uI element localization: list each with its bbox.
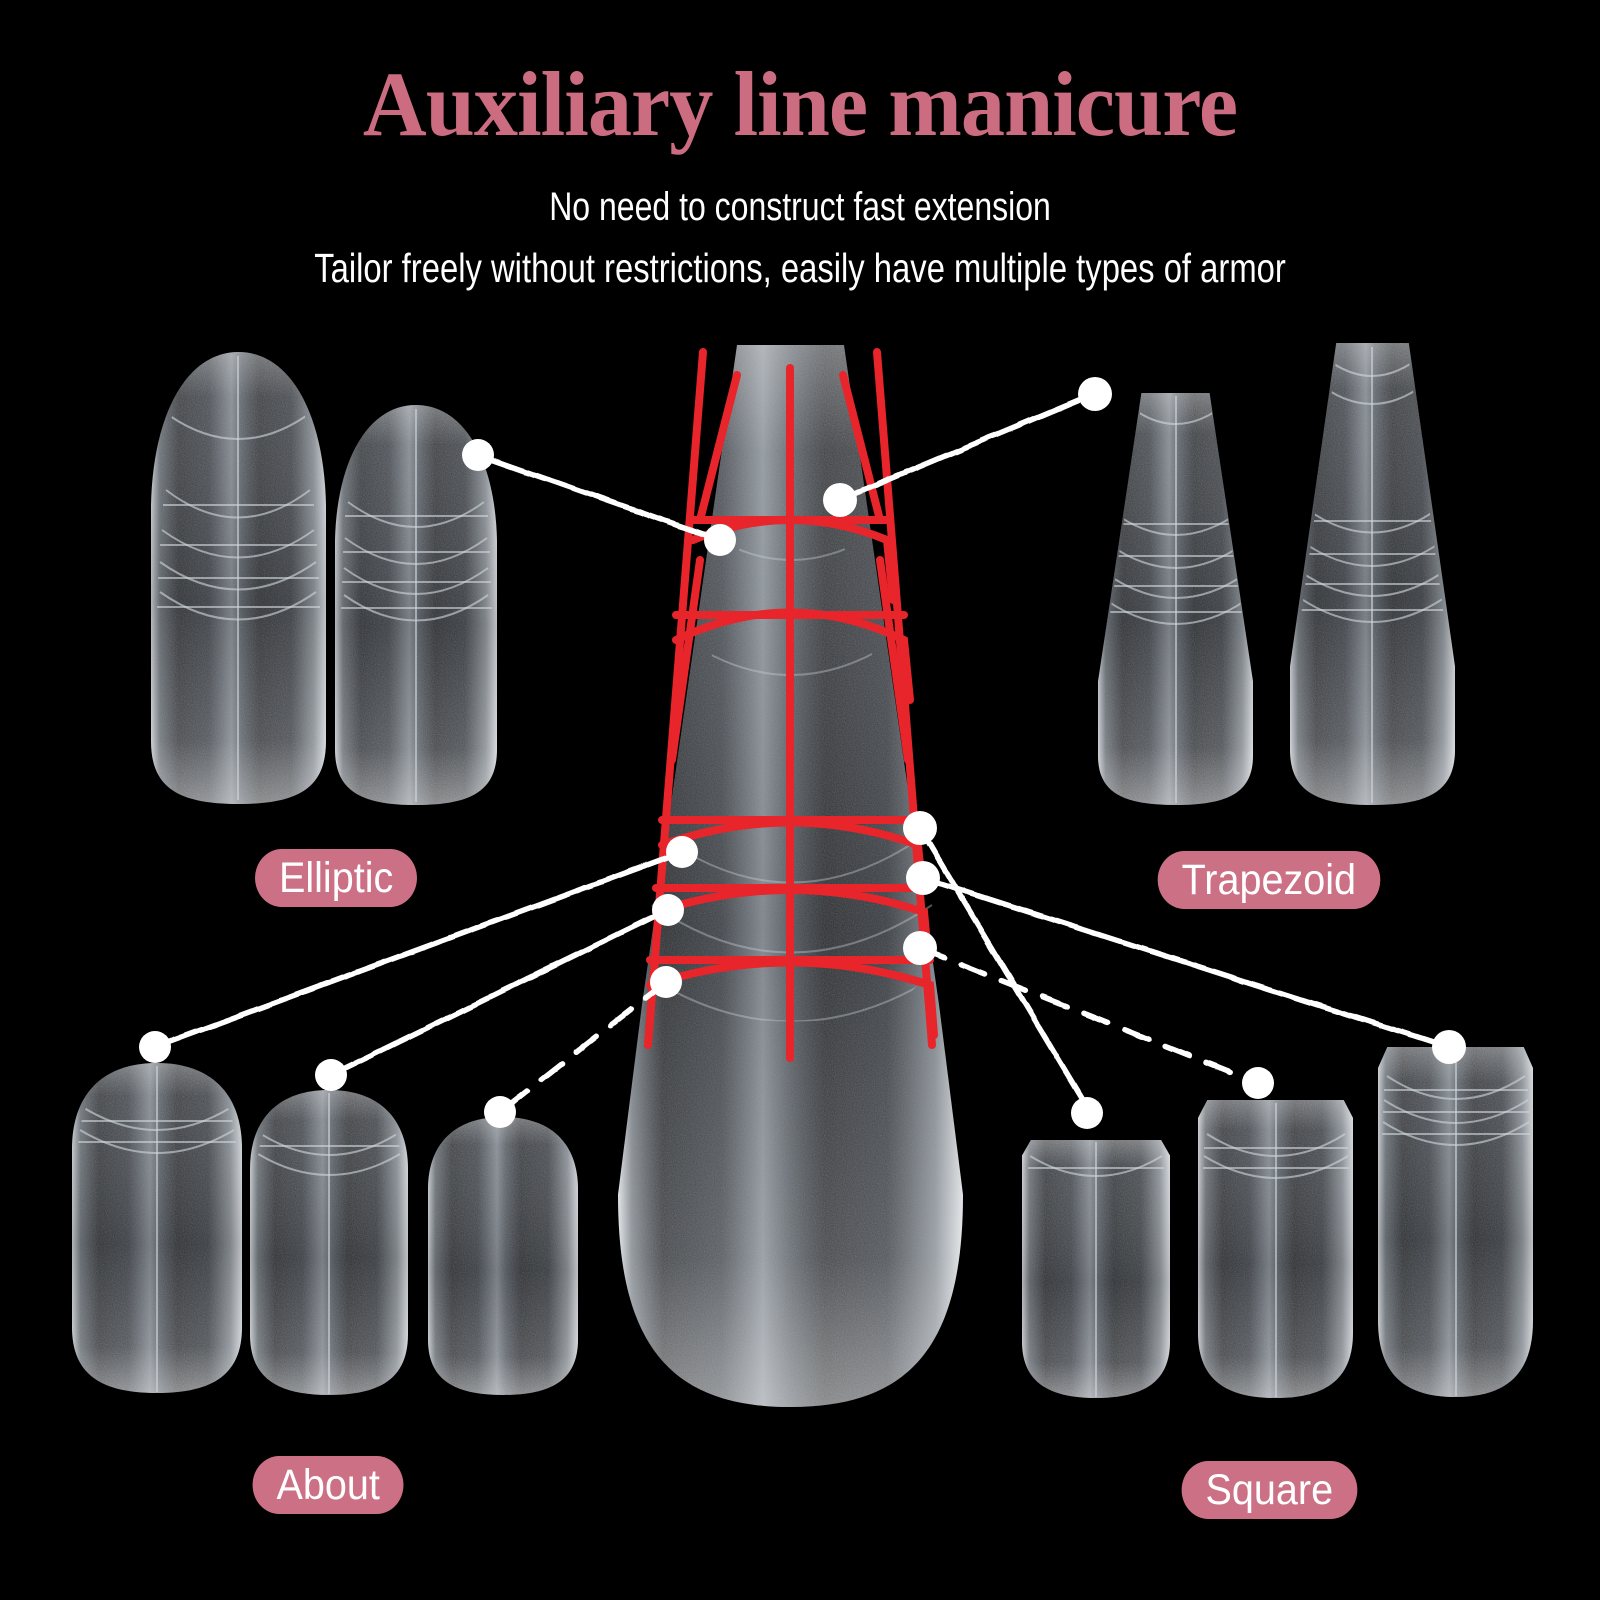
connector-about-1 <box>152 849 685 1050</box>
dot-center-about-1 <box>666 836 698 868</box>
dot-center-elliptic <box>704 524 736 556</box>
nail-group-about <box>72 1063 578 1395</box>
badge-about[interactable]: About <box>252 1456 404 1514</box>
nail-tip-square-2[interactable] <box>1198 1100 1353 1398</box>
connector-square-3 <box>917 945 1261 1086</box>
connector-elliptic <box>475 452 723 543</box>
badge-square[interactable]: Square <box>1181 1461 1358 1519</box>
badge-elliptic[interactable]: Elliptic <box>255 849 418 907</box>
connector-lines <box>152 391 1452 1115</box>
dot-elliptic-nail <box>462 439 494 471</box>
page-title: Auxiliary line manicure <box>362 53 1238 155</box>
nail-tip-about-2[interactable] <box>250 1090 408 1395</box>
dot-trapezoid-nail <box>1078 377 1112 411</box>
nail-tip-trapezoid-1[interactable] <box>1098 393 1253 805</box>
center-master-nail-tip[interactable] <box>618 345 963 1407</box>
connector-about-3 <box>497 979 669 1115</box>
nail-group-elliptic <box>151 352 497 805</box>
connector-trapezoid <box>837 391 1096 503</box>
nail-tip-elliptic-1[interactable] <box>151 352 326 804</box>
dot-center-square-3 <box>903 931 937 965</box>
nail-tip-about-3[interactable] <box>428 1117 578 1395</box>
nail-tip-elliptic-2[interactable] <box>335 405 497 805</box>
nail-tip-trapezoid-2[interactable] <box>1290 343 1455 805</box>
dot-center-trapezoid <box>823 483 857 517</box>
nail-group-trapezoid <box>1098 343 1455 805</box>
badge-trapezoid[interactable]: Trapezoid <box>1157 851 1380 909</box>
dot-square-nail-1 <box>1071 1097 1103 1129</box>
nail-tip-square-3[interactable] <box>1378 1047 1533 1397</box>
red-auxiliary-guide-lines <box>644 348 938 1062</box>
dot-about-nail-3 <box>484 1096 516 1128</box>
dot-about-nail-1 <box>139 1031 171 1063</box>
nail-tip-square-1[interactable] <box>1022 1140 1170 1398</box>
connector-square-1 <box>917 825 1093 1115</box>
subtitle-line-1: No need to construct fast extension <box>549 185 1051 229</box>
dot-center-about-2 <box>652 894 684 926</box>
dot-about-nail-2 <box>315 1059 347 1091</box>
connector-endpoint-dots <box>139 377 1466 1129</box>
dot-square-nail-3 <box>1242 1067 1274 1099</box>
connector-about-2 <box>328 907 671 1078</box>
dot-center-square-1 <box>903 811 937 845</box>
dot-center-about-3 <box>650 966 682 998</box>
dot-square-nail-2 <box>1432 1030 1466 1064</box>
nail-tip-about-1[interactable] <box>72 1063 242 1393</box>
subtitle-line-2: Tailor freely without restrictions, easi… <box>314 245 1286 291</box>
dot-center-square-2 <box>906 861 940 895</box>
nail-group-square <box>1022 1047 1533 1398</box>
